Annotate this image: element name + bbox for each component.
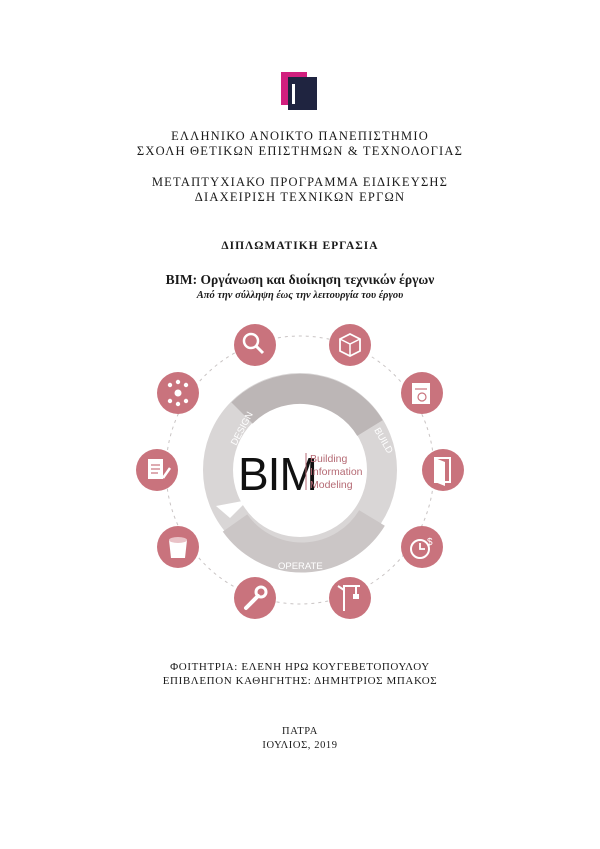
program-block: ΜΕΤΑΠΤΥΧΙΑΚΟ ΠΡΟΓΡΑΜΜΑ ΕΙΔΙΚΕΥΣΗΣ ΔΙΑΧΕΙ…: [0, 175, 600, 205]
paint-bucket-icon: [157, 526, 199, 568]
thesis-type: ΔΙΠΛΩΜΑΤΙΚΗ ΕΡΓΑΣΙΑ: [221, 240, 379, 252]
crane-icon: [329, 577, 371, 619]
bim-building: Building: [310, 453, 348, 465]
operate-arc: [222, 509, 385, 573]
student-name: ΦΟΙΤΗΤΡΙΑ: ΕΛΕΝΗ ΗΡΩ ΚΟΥΓΕΒΕΤΟΠΟΥΛΟΥ: [170, 661, 430, 673]
document-icon: [136, 449, 178, 491]
bim-information: Information: [310, 466, 363, 478]
bim-modeling: Modeling: [310, 479, 353, 491]
school-name: ΣΧΟΛΗ ΘΕΤΙΚΩΝ ΕΠΙΣΤΗΜΩΝ & ΤΕΧΝΟΛΟΓΙΑΣ: [136, 144, 464, 158]
university-block: ΕΛΛΗΝΙΚΟ ΑΝΟΙΚΤΟ ΠΑΝΕΠΙΣΤΗΜΙΟ ΣΧΟΛΗ ΘΕΤΙ…: [0, 129, 600, 159]
bim-logo-text: BIM: [238, 448, 317, 500]
program-name: ΜΕΤΑΠΤΥΧΙΑΚΟ ΠΡΟΓΡΑΜΜΑ ΕΙΔΙΚΕΥΣΗΣ: [151, 175, 449, 189]
supervisor-name: ΕΠΙΒΛΕΠΟΝ ΚΑΘΗΓΗΤΗΣ: ΔΗΜΗΤΡΙΟΣ ΜΠΑΚΟΣ: [162, 675, 438, 687]
svg-text:$: $: [427, 537, 433, 548]
thesis-subtitle: Από την σύλληψη έως την λειτουργία του έ…: [196, 290, 404, 301]
place-date-block: ΠΑΤΡΑ ΙΟΥΛΙΟΣ, 2019: [0, 725, 600, 753]
university-name: ΕΛΛΗΝΙΚΟ ΑΝΟΙΚΤΟ ΠΑΝΕΠΙΣΤΗΜΙΟ: [171, 129, 429, 143]
design-build-arc: [231, 373, 383, 437]
clock-cost-icon: $: [401, 526, 443, 568]
door-icon: [422, 449, 464, 491]
search-icon: [234, 324, 276, 366]
city: ΠΑΤΡΑ: [282, 726, 318, 737]
program-specialization: ΔΙΑΧΕΙΡΙΣΗ ΤΕΧΝΙΚΩΝ ΕΡΓΩΝ: [194, 190, 406, 204]
drawing-icon: [401, 372, 443, 414]
date: ΙΟΥΛΙΟΣ, 2019: [262, 740, 338, 751]
arrow-gap: [216, 500, 248, 518]
wrench-icon: [234, 577, 276, 619]
university-logo: [281, 72, 317, 110]
credits-block: ΦΟΙΤΗΤΡΙΑ: ΕΛΕΝΗ ΗΡΩ ΚΟΥΓΕΒΕΤΟΠΟΥΛΟΥ ΕΠΙ…: [0, 660, 600, 688]
cube-icon: [329, 324, 371, 366]
network-icon: [157, 372, 199, 414]
thesis-title: BIM: Οργάνωση και διοίκηση τεχνικών έργω…: [165, 272, 435, 287]
phase-operate-label: OPERATE: [278, 561, 323, 572]
bim-lifecycle-diagram: DESIGN BUILD OPERATE BIM Building Inform…: [136, 324, 464, 619]
